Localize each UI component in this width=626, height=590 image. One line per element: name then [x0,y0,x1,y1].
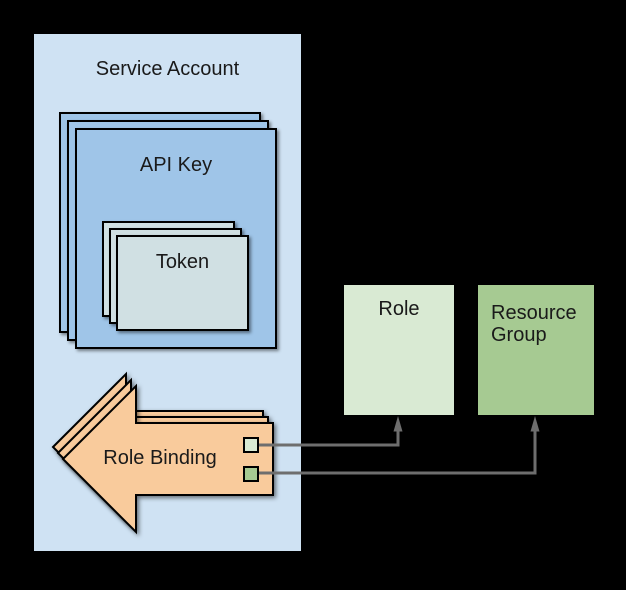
resource-group-label: Resource Group [491,302,577,346]
token-card: Token [116,235,249,331]
resource-group-connector-arrowhead [530,416,540,432]
role-label: Role [378,298,420,320]
role-node: Role [344,285,454,415]
api-key-label: API Key [139,154,213,176]
resource-group-port-square [243,466,259,482]
role-port-square [243,437,259,453]
resource-group-node: Resource Group [478,285,594,415]
token-label: Token [155,251,210,273]
service-account-label: Service Account [95,58,240,80]
role-binding-label: Role Binding [103,447,217,469]
role-connector-arrowhead [393,416,403,432]
